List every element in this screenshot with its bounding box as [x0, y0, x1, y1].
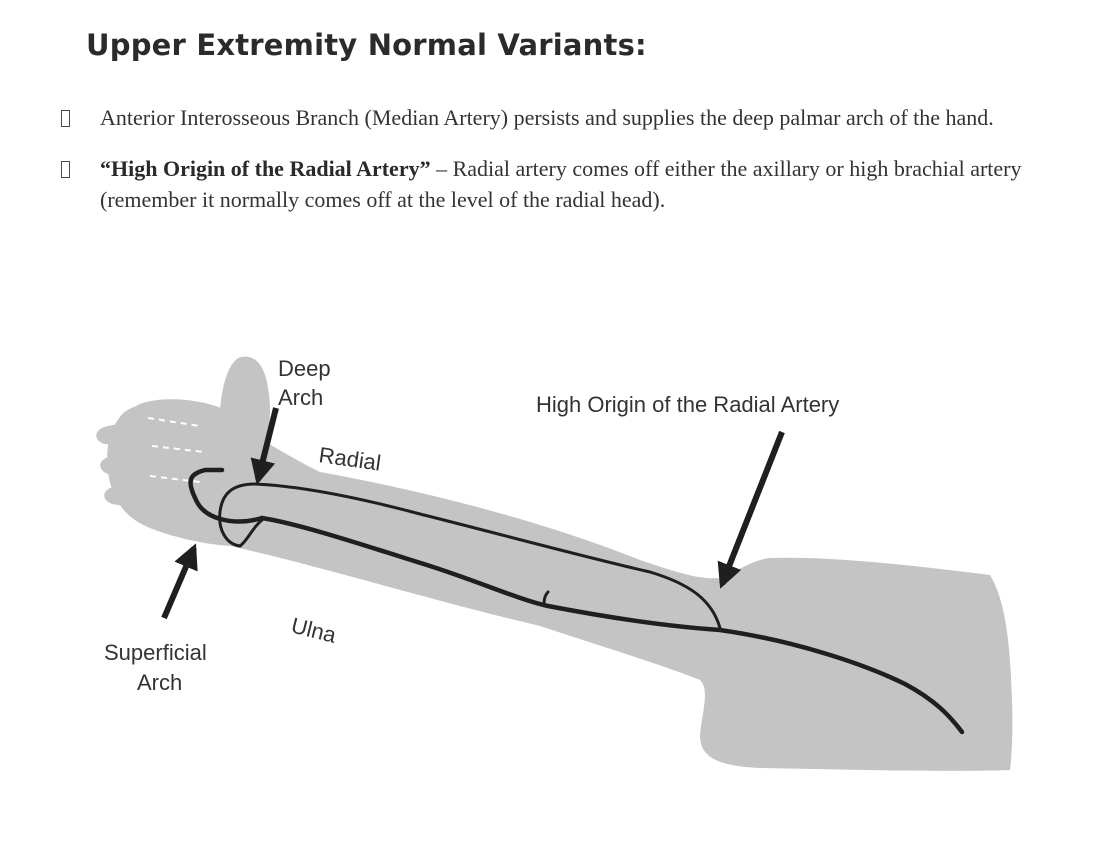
arm-shape: [107, 402, 1013, 771]
finger-crease: [151, 445, 205, 453]
label-high-origin: High Origin of the Radial Artery: [536, 392, 839, 417]
high-origin-arrow: [717, 430, 785, 589]
finger-3-shape: [100, 455, 210, 482]
label-superficial-arch-line2: Arch: [137, 670, 182, 695]
deep-arch-arrow: [250, 407, 279, 485]
ulnar-brachial-artery: [259, 515, 965, 735]
finger-4-shape: [104, 486, 206, 512]
bullet-text: Anterior Interosseous Branch (Median Art…: [100, 105, 994, 130]
thumb-shape: [220, 356, 270, 452]
bullet-bold-term: “High Origin of the Radial Artery”: [100, 156, 431, 181]
label-deep-arch-line2: Arch: [278, 385, 323, 410]
finger-crease: [147, 417, 201, 427]
finger-2-shape: [96, 423, 212, 452]
bullet-item-anterior-interosseous: Anterior Interosseous Branch (Median Art…: [61, 102, 1080, 133]
arteries: [188, 467, 965, 735]
superficial-arch-arrow: [161, 543, 198, 620]
bullet-box-icon: [61, 110, 70, 127]
label-radial: Radial: [317, 442, 382, 475]
deep-arch-inner-line: [238, 518, 264, 548]
artery-branch-bump: [542, 590, 550, 606]
diagram-labels: Deep Arch High Origin of the Radial Arte…: [104, 356, 839, 695]
deep-arch-and-radial-artery: [218, 482, 722, 630]
finger-crease: [149, 475, 201, 483]
bullet-text: – Radial artery comes off either the axi…: [100, 156, 1022, 212]
pointer-arrows: [161, 407, 785, 620]
bullet-item-high-origin: “High Origin of the Radial Artery” – Rad…: [61, 153, 1080, 215]
bullet-list: Anterior Interosseous Branch (Median Art…: [61, 102, 1080, 215]
arm-silhouette: [96, 356, 1013, 771]
label-deep-arch-line1: Deep: [278, 356, 331, 381]
bullet-box-icon: [61, 161, 70, 178]
label-ulna: Ulna: [289, 613, 340, 648]
label-superficial-arch-line1: Superficial: [104, 640, 207, 665]
superficial-arch-artery: [188, 467, 265, 524]
finger-1-shape: [131, 399, 226, 430]
page-title: Upper Extremity Normal Variants:: [86, 28, 647, 62]
